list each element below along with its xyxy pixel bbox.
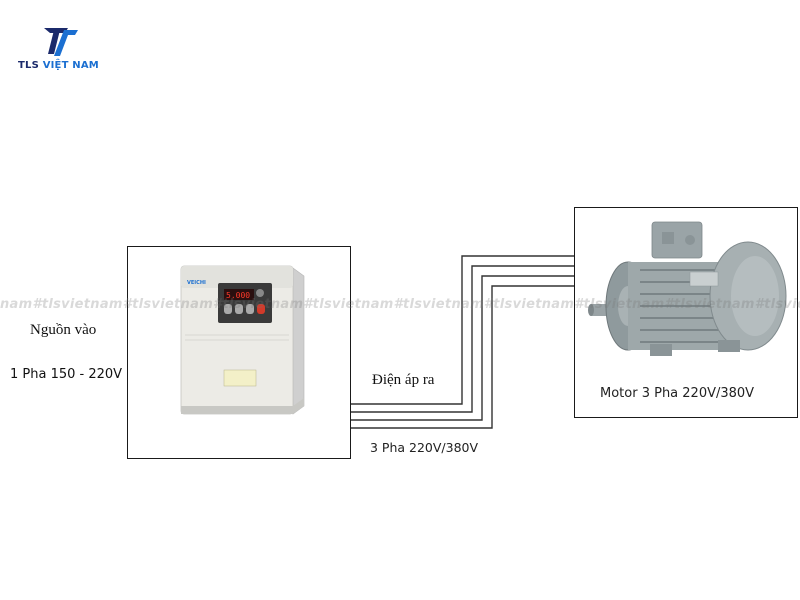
input-spec: 1 Pha 150 - 220V (10, 367, 123, 382)
inverter-display: 5.000 (226, 291, 250, 300)
watermark: nam#tlsvietnam#tlsvietnam#tlsvietnam#tls… (0, 297, 800, 312)
tls-logo-icon (44, 28, 78, 56)
wire-phase-2 (351, 265, 574, 413)
motor-label: Motor 3 Pha 220V/380V (600, 386, 755, 401)
input-title: Nguồn vào (30, 322, 97, 338)
tls-logo: TLS VIỆT NAM (18, 24, 108, 76)
logo-text-accent: VIỆT NAM (42, 60, 99, 71)
output-title: Điện áp ra (372, 372, 435, 388)
wire-phase-3 (351, 275, 574, 421)
tls-logo-text: TLS VIỆT NAM (18, 60, 118, 71)
output-spec: 3 Pha 220V/380V (370, 440, 479, 455)
inverter-brand: VEICHI (187, 280, 206, 286)
inverter-image: VEICHI 5.000 (180, 265, 305, 415)
wire-phase-1 (351, 255, 574, 405)
output-wires (351, 255, 574, 429)
wire-phase-4 (351, 285, 574, 429)
motor-image (588, 221, 787, 356)
logo-text-main: TLS (18, 60, 43, 71)
